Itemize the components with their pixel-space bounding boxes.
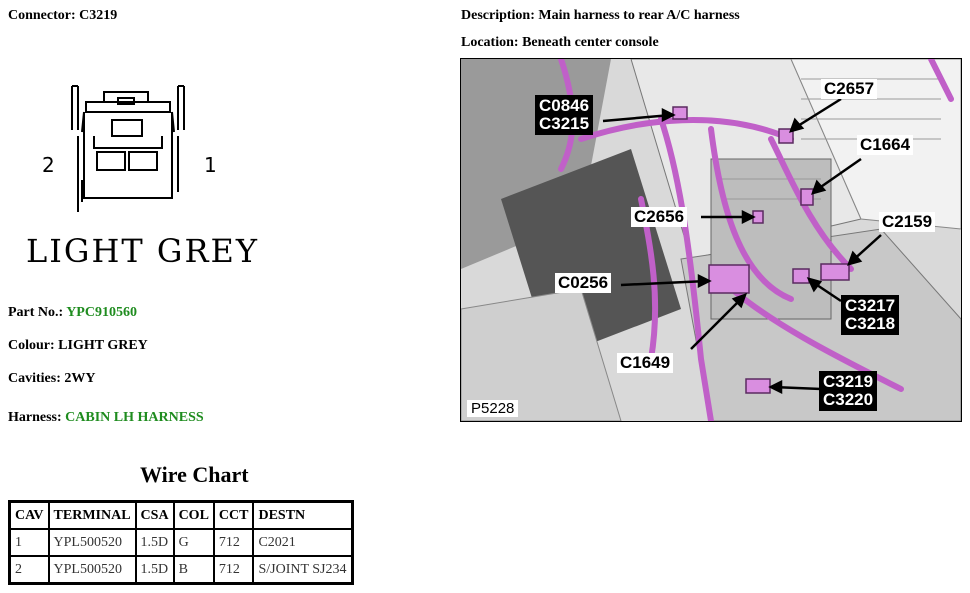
table-row: 2 YPL500520 1.5D B 712 S/JOINT SJ234 [8,555,354,585]
callout-c3217: C3217 [845,296,896,315]
cell-terminal: YPL500520 [47,555,137,585]
connector-id: C3219 [79,8,118,23]
description-label: Description: [461,8,535,23]
callout-c2159: C2159 [879,212,936,232]
harness-link[interactable]: CABIN LH HARNESS [65,410,204,425]
location-photo: C0846 C3215 C2657 C1664 C2656 C2159 C025… [460,58,962,422]
cell-destn: S/JOINT SJ234 [252,555,354,585]
harness-label: Harness: [8,410,62,425]
cell-csa: 1.5D [134,555,175,585]
colour-caption: LIGHT GREY [26,232,260,270]
callout-c2657: C2657 [821,79,878,99]
connector-label: Connector: [8,8,76,23]
description-line: Description: Main harness to rear A/C ha… [461,8,740,24]
header-cav: CAV [8,500,50,530]
colour-value: LIGHT GREY [58,338,148,353]
part-number-line: Part No.: YPC910560 [8,305,137,321]
cavities-value: 2WY [64,371,96,386]
cavities-line: Cavities: 2WY [8,371,96,387]
cell-cct: 712 [212,528,255,557]
callout-c3215: C3215 [539,114,590,133]
connector-heading: Connector: C3219 [8,8,117,24]
cell-destn: C2021 [252,528,354,557]
callout-c1649: C1649 [617,353,674,373]
part-number-link[interactable]: YPC910560 [66,305,137,320]
header-col: COL [172,500,215,530]
colour-label: Colour: [8,338,55,353]
connector-face-diagram: 2 1 [42,85,217,212]
table-header-row: CAV TERMINAL CSA COL CCT DESTN [8,500,354,530]
callout-c3217-c3218: C3217 C3218 [841,295,900,335]
table-row: 1 YPL500520 1.5D G 712 C2021 [8,528,354,557]
vehicle-interior-illustration [461,59,961,421]
callout-c0846-c3215: C0846 C3215 [535,95,594,135]
cell-terminal: YPL500520 [47,528,137,557]
location-line: Location: Beneath center console [461,35,659,51]
callout-c3218: C3218 [845,314,896,333]
cell-csa: 1.5D [134,528,175,557]
harness-line: Harness: CABIN LH HARNESS [8,410,204,426]
pin-label-right: 1 [204,153,217,177]
pin-label-left: 2 [42,153,55,177]
callout-c0256: C0256 [555,273,612,293]
description-value: Main harness to rear A/C harness [538,8,740,23]
cell-col: G [172,528,215,557]
header-csa: CSA [134,500,175,530]
callout-c3220: C3220 [823,390,874,409]
cell-cav: 2 [8,555,50,585]
callout-c1664: C1664 [857,135,914,155]
part-number-label: Part No.: [8,305,64,320]
callout-c0846: C0846 [539,96,590,115]
cell-cct: 712 [212,555,255,585]
photo-code: P5228 [467,400,519,417]
location-value: Beneath center console [522,35,659,50]
callout-c2656: C2656 [631,207,688,227]
callout-c3219-c3220: C3219 C3220 [819,371,878,411]
cell-cav: 1 [8,528,50,557]
wire-chart-title: Wire Chart [140,462,249,487]
cell-col: B [172,555,215,585]
location-label: Location: [461,35,519,50]
header-cct: CCT [212,500,255,530]
callout-c3219: C3219 [823,372,874,391]
header-terminal: TERMINAL [47,500,137,530]
header-destn: DESTN [252,500,354,530]
cavities-label: Cavities: [8,371,61,386]
colour-line: Colour: LIGHT GREY [8,338,148,354]
wire-chart-table: CAV TERMINAL CSA COL CCT DESTN 1 YPL5005… [8,500,354,585]
